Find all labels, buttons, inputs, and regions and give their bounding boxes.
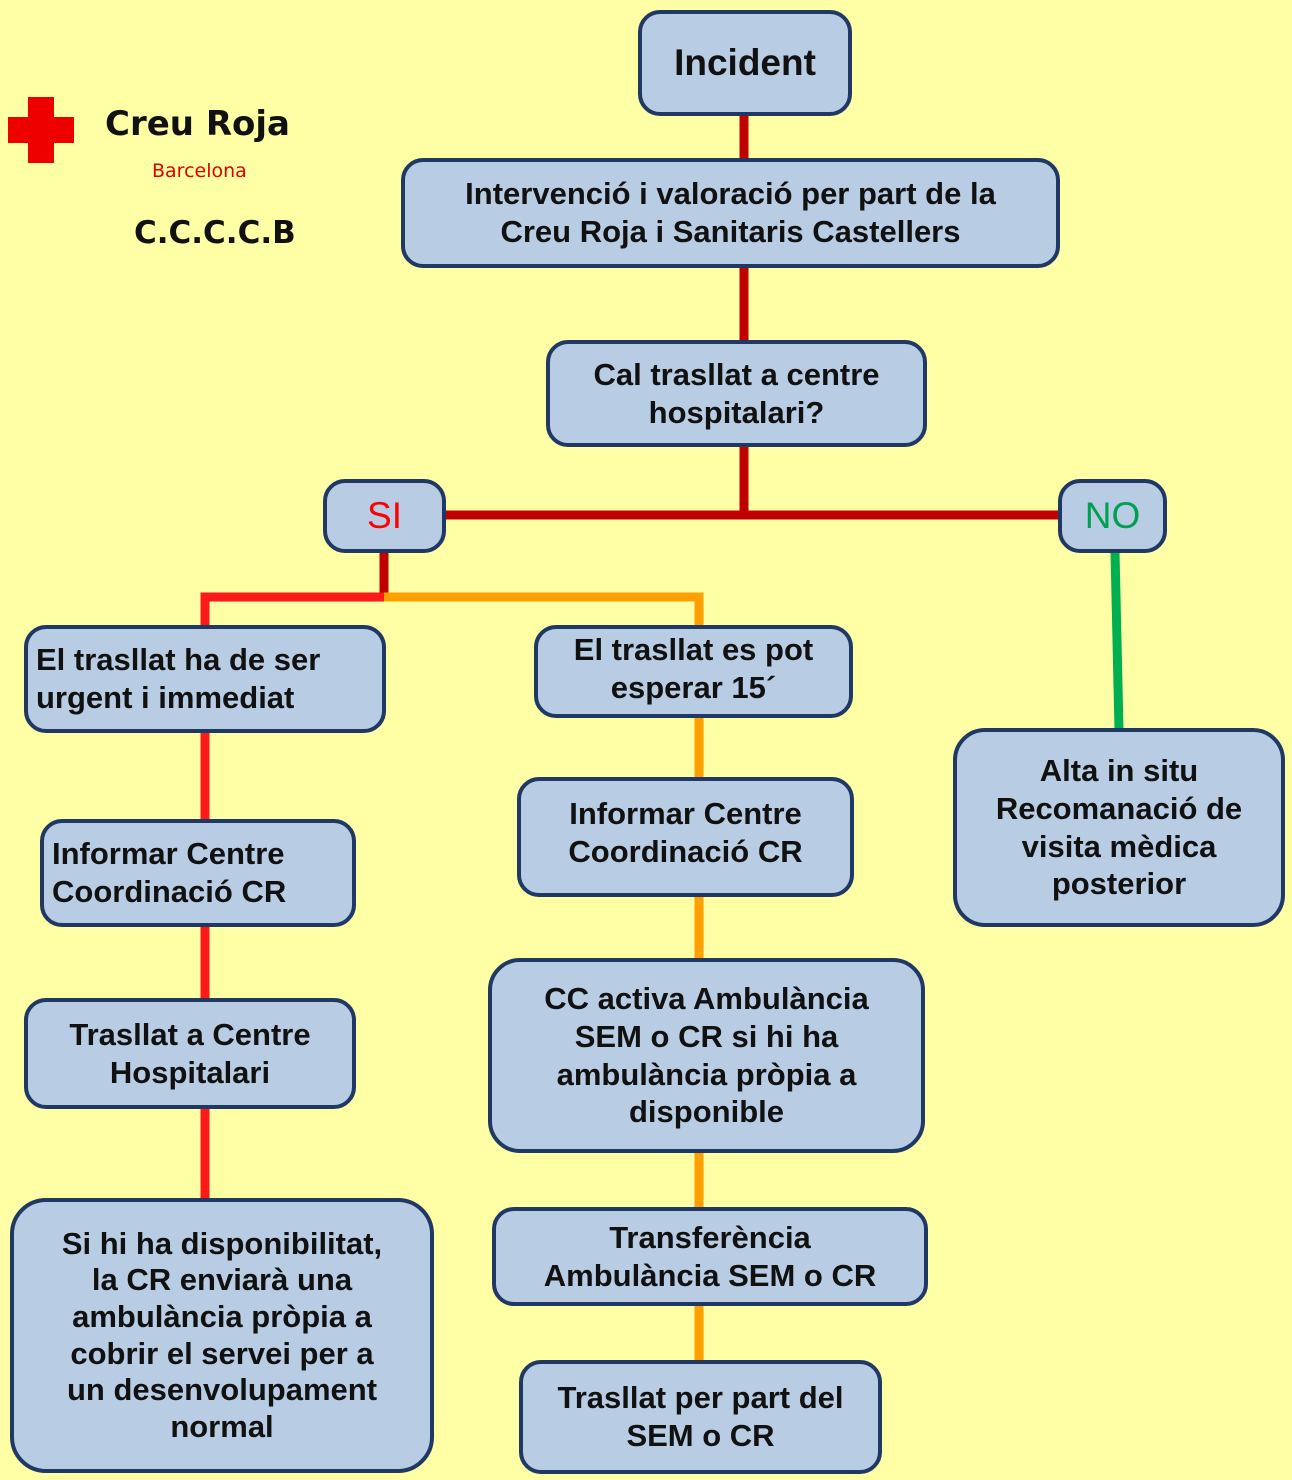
urgent-transfer-box: Trasllat a Centre Hospitalari — [24, 998, 356, 1109]
connector-no-discharge — [1110, 551, 1124, 731]
organization-city: Barcelona — [152, 160, 247, 182]
wait-condition-box: El trasllat es pot esperar 15´ — [534, 625, 853, 718]
wait-inform-box: Informar Centre Coordinació CR — [517, 777, 854, 897]
wait-activate-box: CC activa Ambulància SEM o CR si hi ha a… — [488, 958, 925, 1153]
organization-name: Creu Roja — [105, 104, 290, 144]
connector-split-wait — [384, 592, 704, 627]
urgent-condition-box: El trasllat ha de ser urgent i immediat — [24, 625, 386, 733]
no-box: NO — [1058, 479, 1167, 553]
wait-transport-box: Trasllat per part del SEM o CR — [519, 1360, 882, 1474]
connector-split-urgent — [200, 592, 384, 627]
intervention-box: Intervenció i valoració per part de la C… — [401, 158, 1060, 268]
incident-box: Incident — [638, 10, 852, 116]
urgent-inform-box: Informar Centre Coordinació CR — [40, 819, 356, 927]
organization-code: C.C.C.C.B — [134, 215, 296, 251]
discharge-box: Alta in situ Recomanació de visita mèdic… — [953, 728, 1285, 927]
red-cross-icon — [8, 97, 74, 163]
yes-box: SI — [323, 479, 446, 553]
urgent-ambulance-box: Si hi ha disponibilitat, la CR enviarà u… — [10, 1198, 434, 1473]
wait-handover-box: Transferència Ambulància SEM o CR — [492, 1207, 928, 1306]
transfer-question-box: Cal trasllat a centre hospitalari? — [546, 340, 927, 447]
